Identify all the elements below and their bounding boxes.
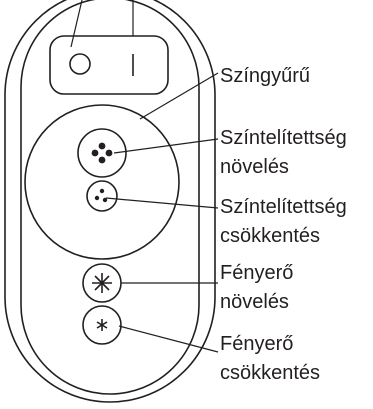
brightness-up-button[interactable]	[82, 263, 122, 303]
brightness-up-label-line2: növelés	[220, 291, 289, 313]
power-off-icon[interactable]	[69, 53, 91, 75]
brightness-down-label-line1: Fényerő	[220, 333, 293, 355]
saturation-down-icon-dot-top	[99, 188, 105, 194]
saturation-up-leader	[113, 138, 219, 154]
brightness-down-label-line2: csökkentés	[220, 362, 320, 384]
remote-body-outer	[4, 0, 216, 403]
saturation-down-button[interactable]	[86, 180, 118, 212]
saturation-up-icon-dot-right	[105, 149, 113, 157]
saturation-up-icon-dot-bottom	[98, 156, 106, 164]
remote-body-inner	[20, 0, 200, 395]
color-ring-label: Színgyűrű	[220, 65, 310, 87]
saturation-down-label-line2: csökkentés	[220, 225, 320, 247]
saturation-down-icon-dot-left	[94, 195, 100, 201]
saturation-down-label-line1: Színtelítettség	[220, 196, 347, 218]
saturation-up-icon-dot-left	[91, 149, 99, 157]
saturation-up-button[interactable]	[77, 128, 127, 178]
saturation-up-label-line1: Színtelítettség	[220, 127, 347, 149]
brightness-up-label-line1: Fényerő	[220, 262, 293, 284]
color-ring[interactable]	[24, 104, 180, 260]
brightness-down-icon	[96, 319, 108, 331]
saturation-up-icon-dot-top	[98, 142, 106, 150]
brightness-down-button[interactable]	[82, 305, 122, 345]
color-ring-leader	[139, 72, 219, 120]
power-switch-panel	[49, 35, 169, 95]
saturation-down-icon-dot-right	[102, 197, 108, 203]
saturation-up-label-line2: növelés	[220, 156, 289, 178]
saturation-down-leader	[105, 197, 219, 209]
power-off-leader	[70, 0, 83, 48]
brightness-up-icon	[92, 273, 112, 293]
brightness-down-leader	[118, 325, 219, 353]
